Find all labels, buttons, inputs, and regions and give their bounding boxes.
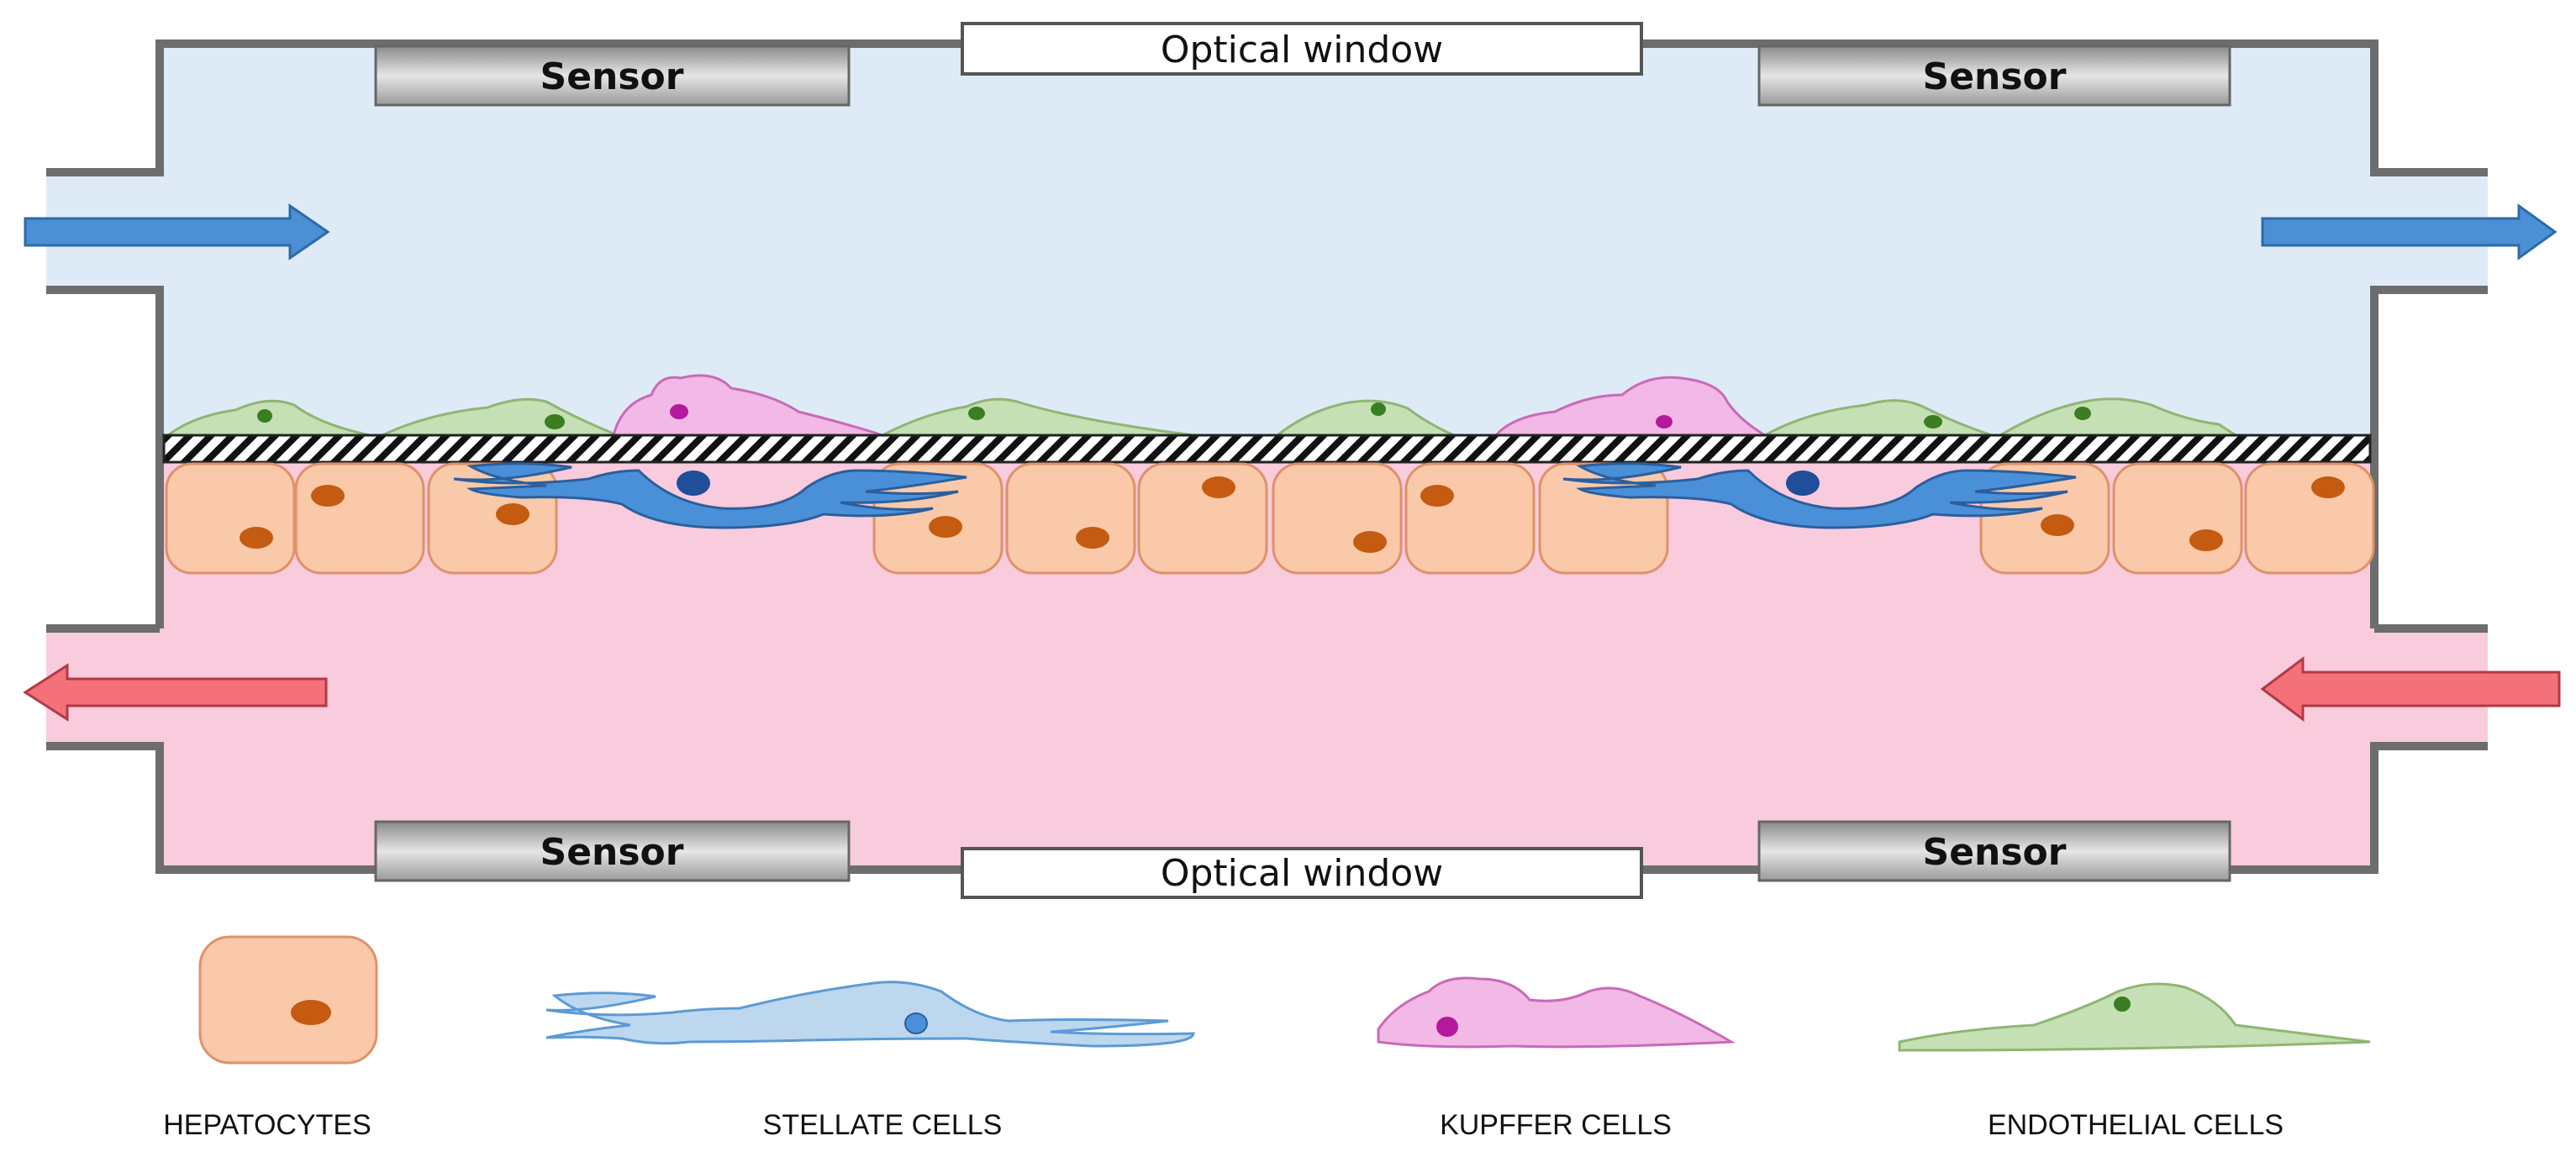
endothelial-cell	[1273, 399, 1455, 437]
legend-hepatocyte: HEPATOCYTES	[163, 935, 378, 1141]
sensor-label: Sensor	[540, 55, 684, 98]
endothelial-layer	[164, 397, 2241, 437]
hepatocyte-cell	[1979, 462, 2110, 575]
optical-window-label: Optical window	[1161, 852, 1443, 895]
porous-membrane	[162, 434, 2372, 464]
outlet-arrow-top	[2261, 203, 2558, 260]
endothelial-cell	[164, 399, 371, 437]
inlet-arrow-top	[24, 203, 330, 260]
stellate-cell	[1562, 462, 2077, 529]
hepatocyte-cell	[2112, 462, 2243, 575]
hepatocyte-cell	[2244, 462, 2375, 575]
optical-window-label: Optical window	[1161, 29, 1443, 71]
sensor-top-right: Sensor	[1757, 45, 2231, 107]
stellate-layer	[453, 462, 2077, 529]
sensor-label: Sensor	[1923, 55, 2067, 98]
stellate-cell	[453, 462, 967, 529]
hepatocyte-cell	[1272, 462, 1403, 575]
legend: HEPATOCYTES STELLATE CELLS KUPFFER CELLS…	[163, 935, 2371, 1141]
optical-window-top: Optical window	[961, 22, 1643, 76]
endothelial-cell	[1995, 397, 2241, 437]
inlet-arrow-bottom	[2260, 656, 2561, 722]
legend-endothelial: ENDOTHELIAL CELLS	[1898, 982, 2371, 1141]
hepatocyte-cell	[1005, 462, 1136, 575]
legend-label-kupffer: KUPFFER CELLS	[1440, 1109, 1672, 1141]
hepatocyte-cell	[872, 462, 1004, 575]
sensor-bottom-left: Sensor	[374, 820, 851, 882]
legend-kupffer: KUPFFER CELLS	[1377, 976, 1736, 1141]
endothelial-cell	[382, 397, 619, 437]
sensor-bottom-right: Sensor	[1757, 820, 2231, 882]
sensor-label: Sensor	[1923, 831, 2067, 874]
hepatocyte-cell	[294, 462, 425, 575]
hepatocyte-cell	[1404, 462, 1536, 575]
sensor-top-left: Sensor	[374, 45, 851, 107]
outlet-arrow-bottom	[23, 663, 328, 722]
upper-chamber	[46, 44, 2488, 445]
optical-window-bottom: Optical window	[961, 847, 1643, 899]
legend-label-hepatocytes: HEPATOCYTES	[163, 1109, 371, 1141]
kupffer-layer	[612, 374, 1770, 437]
kupffer-cell	[612, 374, 883, 437]
endothelial-cell	[882, 397, 1194, 437]
sensor-label: Sensor	[540, 831, 684, 874]
legend-label-stellate: STELLATE CELLS	[763, 1109, 1003, 1141]
hepatocyte-cell	[165, 462, 296, 575]
kupffer-cell	[1493, 376, 1770, 437]
legend-label-endothelial: ENDOTHELIAL CELLS	[1988, 1109, 2284, 1141]
endothelial-cell	[1760, 399, 1993, 437]
hepatocyte-cell	[1137, 462, 1268, 575]
legend-stellate: STELLATE CELLS	[545, 981, 1195, 1141]
